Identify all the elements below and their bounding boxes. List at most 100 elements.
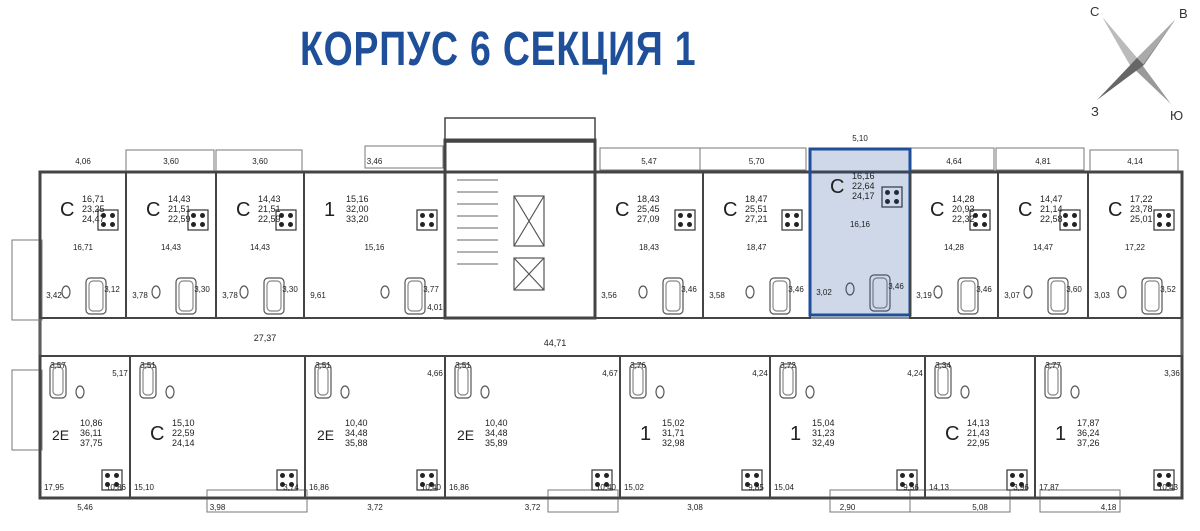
apartment-type-label: С xyxy=(60,199,74,221)
room-measurement: 3,46 xyxy=(788,285,804,294)
room-measurement: 3,77 xyxy=(423,285,439,294)
apartment-type-label: С xyxy=(1018,199,1032,221)
room-measurement: 9,85 xyxy=(748,483,764,492)
room-measurement: 5,70 xyxy=(749,157,765,166)
living-area: 14,13 xyxy=(967,418,990,428)
total-area: 23,25 xyxy=(82,204,105,214)
room-measurement: 15,04 xyxy=(774,483,795,492)
total-area: 25,51 xyxy=(745,204,768,214)
full-area: 32,98 xyxy=(662,438,685,448)
room-measurement: 3,52 xyxy=(1160,285,1176,294)
apartment-outline-t7[interactable] xyxy=(808,147,912,317)
apartment-outline-t10[interactable] xyxy=(1087,171,1183,319)
full-area: 22,59 xyxy=(258,214,281,224)
room-measurement: 3,42 xyxy=(46,291,62,300)
total-area: 25,45 xyxy=(637,204,660,214)
apartment-type-label: 2Е xyxy=(52,427,69,443)
room-measurement: 14,43 xyxy=(161,243,182,252)
living-area: 17,22 xyxy=(1130,194,1153,204)
room-measurement: 3,98 xyxy=(210,503,226,512)
room-measurement: 4,18 xyxy=(1101,503,1117,512)
living-area: 14,43 xyxy=(168,194,191,204)
total-area: 36,11 xyxy=(80,428,102,438)
room-measurement: 16,86 xyxy=(309,483,330,492)
room-measurement: 3,12 xyxy=(104,285,120,294)
room-measurement: 3,58 xyxy=(709,291,725,300)
apartment-b8[interactable] xyxy=(1034,355,1183,499)
room-measurement: 16,86 xyxy=(449,483,470,492)
total-area: 22,59 xyxy=(172,428,195,438)
room-measurement: 17,95 xyxy=(44,483,65,492)
full-area: 22,59 xyxy=(168,214,191,224)
room-measurement: 4,24 xyxy=(752,369,768,378)
apartment-type-label: С xyxy=(723,199,737,221)
room-measurement: 2,90 xyxy=(840,503,856,512)
living-area: 14,47 xyxy=(1040,194,1063,204)
apartment-type-label: С xyxy=(1108,199,1122,221)
room-measurement: 5,47 xyxy=(641,157,657,166)
total-area: 21,51 xyxy=(168,204,191,214)
living-area: 15,02 xyxy=(662,418,685,428)
total-area: 22,64 xyxy=(852,181,875,191)
apartment-type-label: С xyxy=(236,199,250,221)
living-area: 17,87 xyxy=(1077,418,1100,428)
living-area: 16,16 xyxy=(852,171,875,181)
total-area: 32,00 xyxy=(346,204,369,214)
total-area: 21,51 xyxy=(258,204,281,214)
apartment-t7[interactable] xyxy=(808,147,912,317)
room-measurement: 3,72 xyxy=(525,503,541,512)
room-measurement: 5,10 xyxy=(852,134,868,143)
full-area: 33,20 xyxy=(346,214,369,224)
full-area: 37,26 xyxy=(1077,438,1100,448)
full-area: 22,58 xyxy=(1040,214,1063,224)
room-measurement: 4,64 xyxy=(946,157,962,166)
full-area: 27,09 xyxy=(637,214,660,224)
room-measurement: 3,30 xyxy=(282,285,298,294)
apartment-t10[interactable] xyxy=(1087,171,1183,319)
total-area: 21,43 xyxy=(967,428,990,438)
room-measurement: 3,77 xyxy=(1045,361,1061,370)
apartment-type-label: 1 xyxy=(640,423,651,445)
room-measurement: 3,56 xyxy=(601,291,617,300)
room-measurement: 14,43 xyxy=(250,243,271,252)
living-area: 16,71 xyxy=(82,194,105,204)
room-measurement: 3,46 xyxy=(888,282,904,291)
total-area: 21,14 xyxy=(1040,204,1063,214)
corridor-measurement: 27,37 xyxy=(254,333,277,343)
room-measurement: 4,67 xyxy=(602,369,618,378)
room-measurement: 9,56 xyxy=(903,483,919,492)
apartment-t4[interactable] xyxy=(303,171,446,319)
full-area: 35,89 xyxy=(485,438,508,448)
full-area: 24,17 xyxy=(852,191,875,201)
living-area: 10,40 xyxy=(485,418,508,428)
room-measurement: 3,07 xyxy=(1004,291,1020,300)
total-area: 36,24 xyxy=(1077,428,1100,438)
room-measurement: 16,16 xyxy=(850,220,871,229)
apartment-type-label: 1 xyxy=(790,423,801,445)
room-measurement: 5,08 xyxy=(972,503,988,512)
full-area: 24,47 xyxy=(82,214,105,224)
compass-south-label: Ю xyxy=(1170,108,1184,123)
apartment-outline-t4[interactable] xyxy=(303,171,446,319)
living-area: 10,86 xyxy=(80,418,103,428)
apartment-type-label: С xyxy=(830,176,844,198)
apartment-type-label: С xyxy=(150,423,164,445)
apartment-outline-b8[interactable] xyxy=(1034,355,1183,499)
room-measurement: 3,46 xyxy=(681,285,697,294)
room-measurement: 4,24 xyxy=(907,369,923,378)
compass-icon xyxy=(1097,18,1175,104)
room-measurement: 3,60 xyxy=(1066,285,1082,294)
total-area: 31,71 xyxy=(662,428,685,438)
room-measurement: 4,01 xyxy=(427,303,443,312)
room-measurement: 3,19 xyxy=(916,291,932,300)
room-measurement: 3,30 xyxy=(194,285,210,294)
full-area: 37,75 xyxy=(80,438,103,448)
compass-north-label: С xyxy=(1090,4,1100,19)
room-measurement: 3,78 xyxy=(132,291,148,300)
room-measurement: 3,51 xyxy=(315,361,331,370)
room-measurement: 3,51 xyxy=(140,361,156,370)
full-area: 25,01 xyxy=(1130,214,1153,224)
room-measurement: 14,28 xyxy=(944,243,965,252)
room-measurement: 15,02 xyxy=(624,483,645,492)
